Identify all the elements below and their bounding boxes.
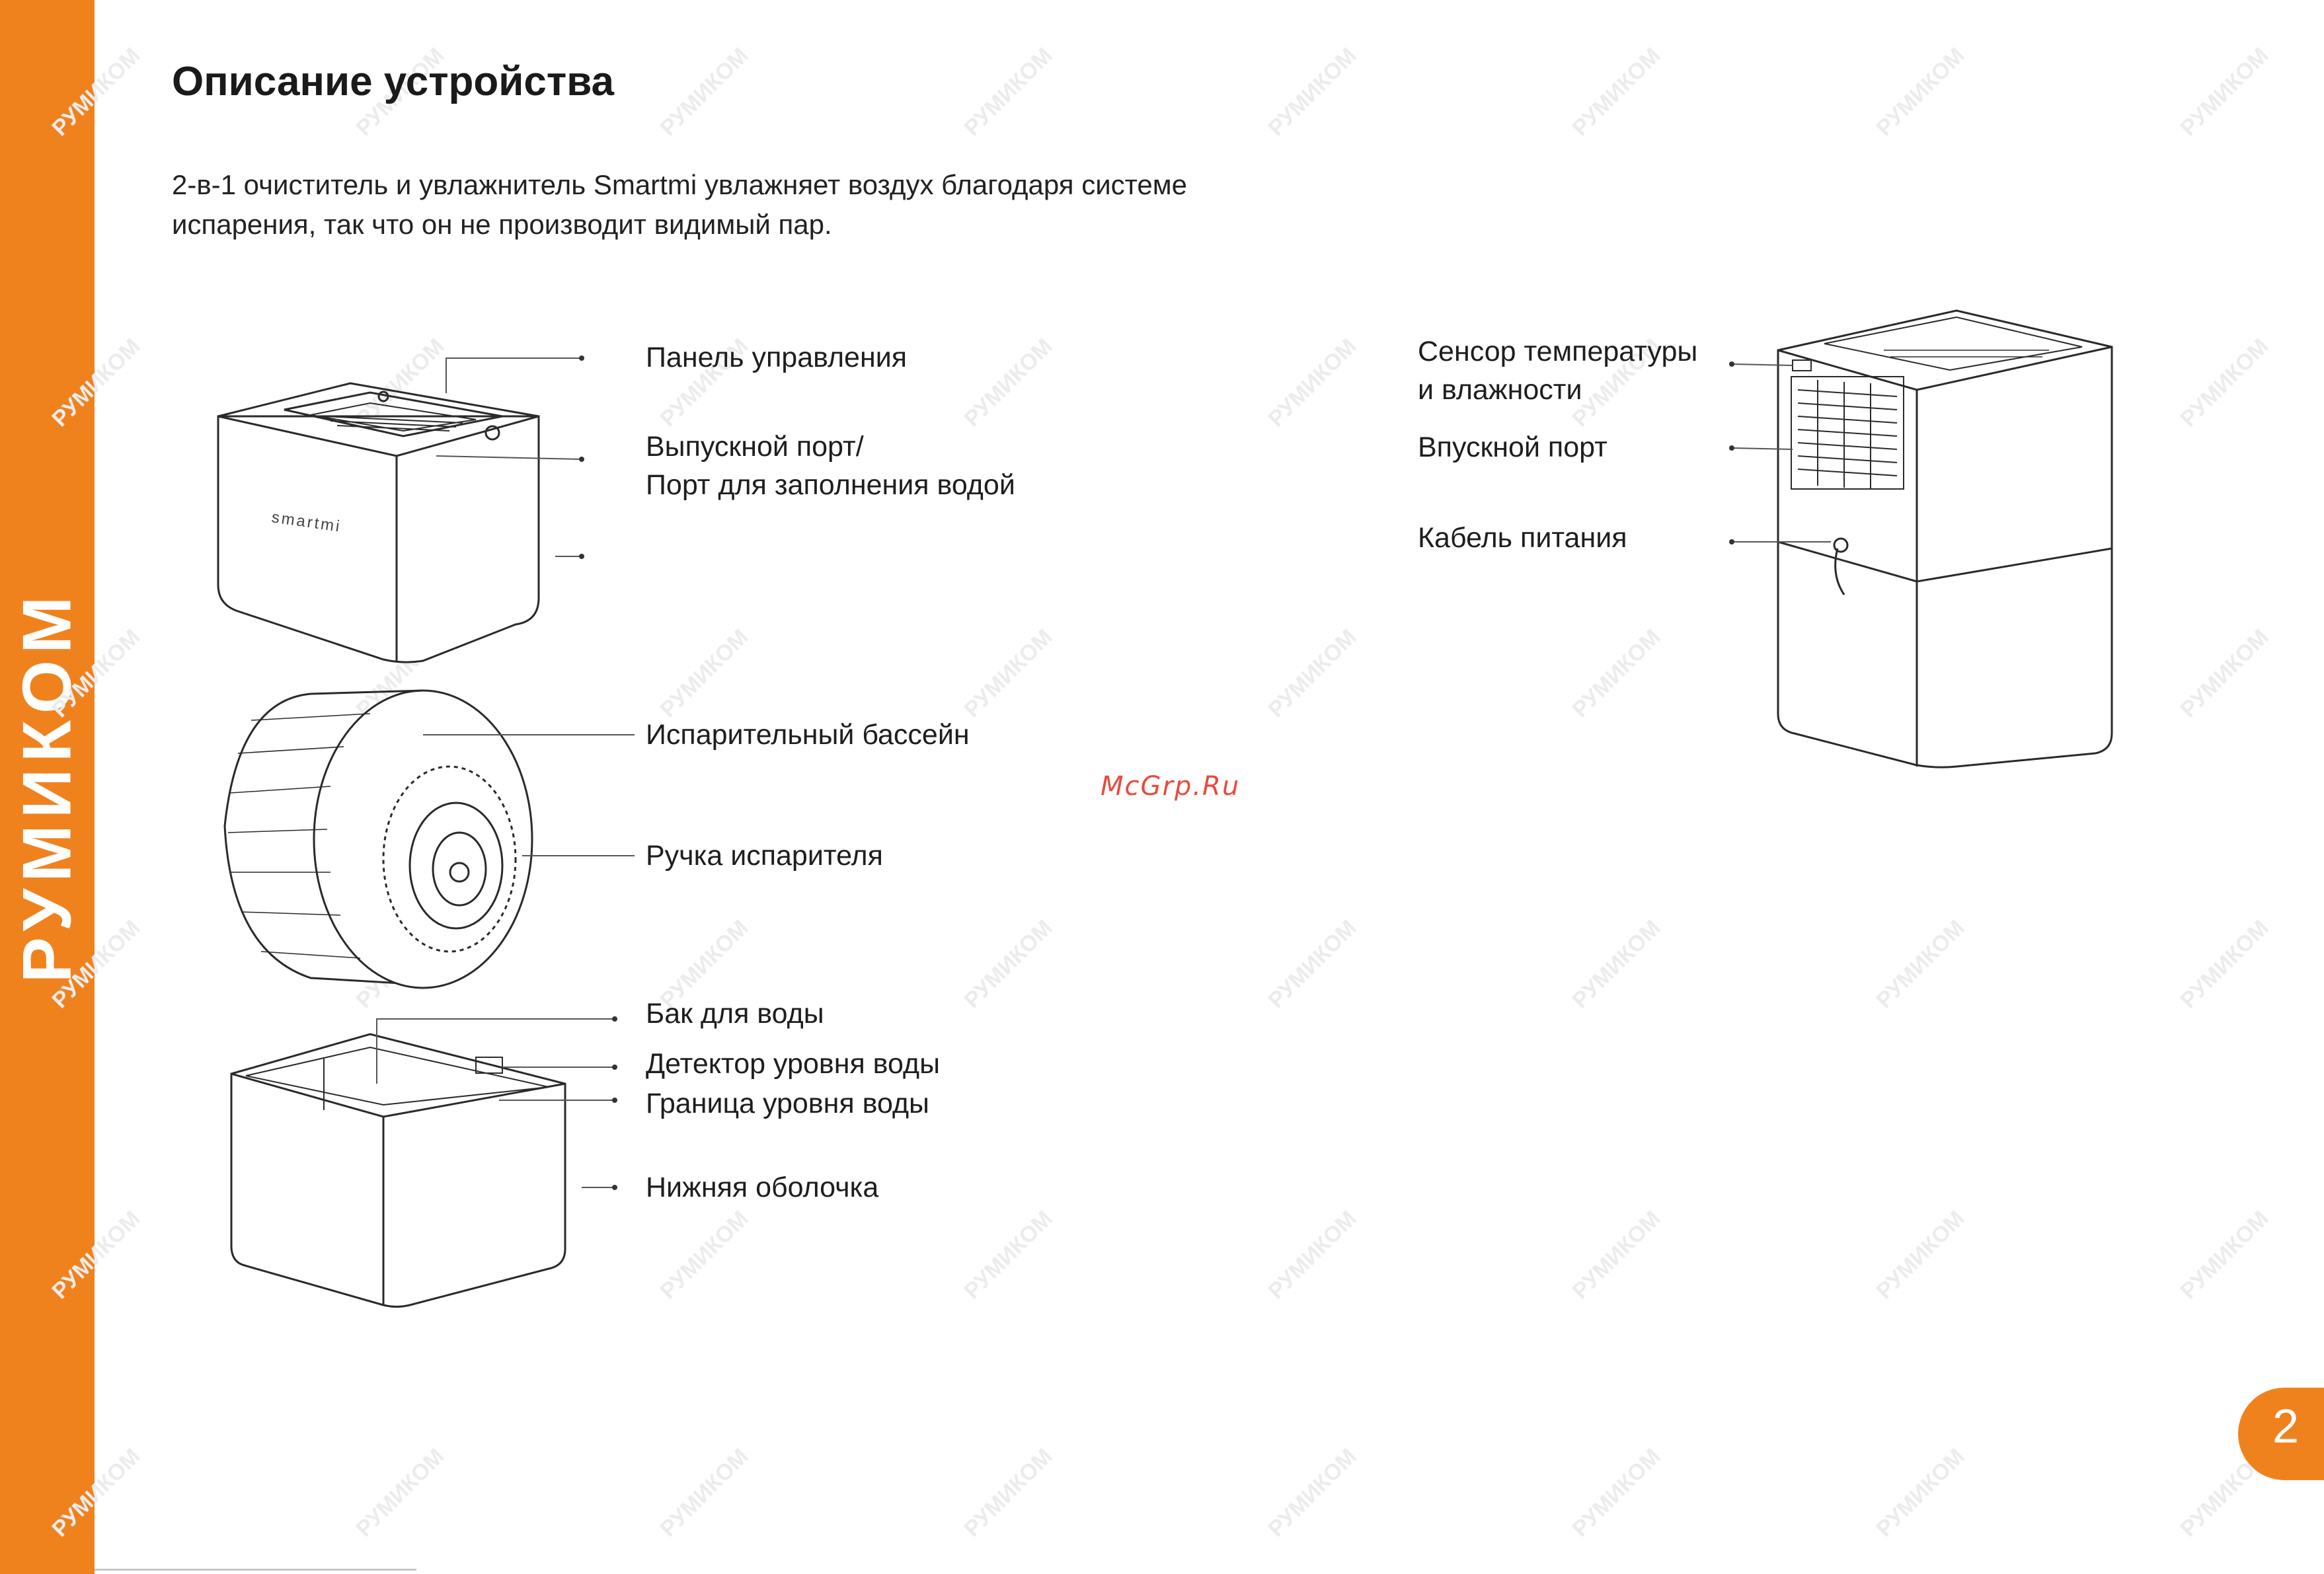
- intro-paragraph: 2-в-1 очиститель и увлажнитель Smartmi у…: [172, 169, 1188, 240]
- bottom-divider: [95, 1569, 416, 1571]
- label-bottom-shell: Нижняя оболочка: [646, 1172, 879, 1203]
- label-outlet-port-line1: Выпускной порт/: [646, 431, 864, 463]
- label-water-level-detector: Детектор уровня воды: [646, 1048, 941, 1080]
- label-control-panel: Панель управления: [646, 342, 908, 373]
- water-tank-drawing: [230, 1033, 566, 1308]
- label-outlet-port-line2: Порт для заполнения водой: [646, 469, 1015, 501]
- page-number-badge: [2238, 1388, 2324, 1480]
- full-unit-drawing: [1777, 309, 2113, 768]
- label-sensor-line2: и влажности: [1418, 374, 1582, 406]
- label-evaporator-handle: Ручка испарителя: [646, 840, 883, 872]
- page-title: Описание устройства: [172, 59, 615, 104]
- label-power-cable: Кабель питания: [1418, 522, 1627, 554]
- label-water-tank: Бак для воды: [646, 998, 824, 1030]
- top-cover-drawing: smartmi: [217, 382, 540, 663]
- evaporator-drawing: [223, 689, 533, 989]
- leader-lines: [376, 357, 1831, 1188]
- label-inlet-port: Впускной порт: [1418, 431, 1607, 463]
- page-number: 2: [2272, 1400, 2300, 1453]
- label-water-level-limit: Граница уровня воды: [646, 1088, 929, 1119]
- leader-dots: [579, 356, 1734, 1190]
- external-watermark: McGrp.Ru: [1101, 771, 1241, 802]
- label-evaporator-pool: Испарительный бассейн: [646, 719, 970, 751]
- sidebar: РУМИКОМ: [0, 0, 95, 1574]
- label-sensor-line1: Сенсор температуры: [1418, 336, 1698, 367]
